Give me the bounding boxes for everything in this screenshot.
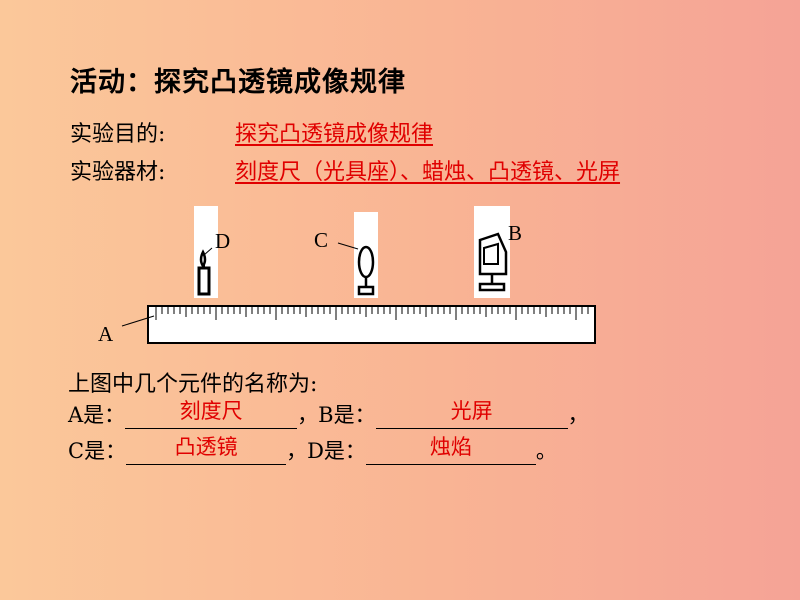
b-label: ，B是： bbox=[297, 403, 376, 427]
question-prompt: 上图中几个元件的名称为: bbox=[68, 372, 318, 397]
c-label: C是： bbox=[68, 439, 127, 463]
a-blank: 刻度尺 bbox=[125, 399, 298, 429]
screen-b bbox=[474, 206, 510, 298]
pointer-c bbox=[337, 242, 359, 250]
ruler-a bbox=[147, 305, 596, 344]
pointer-d bbox=[203, 247, 213, 256]
d-end: 。 bbox=[535, 439, 557, 463]
d-answer: 烛焰 bbox=[429, 435, 472, 459]
lens-base bbox=[357, 285, 375, 296]
equipment-label: 实验器材: bbox=[70, 160, 166, 185]
d-blank: 烛焰 bbox=[365, 435, 536, 465]
label-c: C bbox=[314, 228, 328, 252]
purpose-label: 实验目的: bbox=[70, 122, 166, 147]
c-blank: 凸透镜 bbox=[126, 435, 287, 465]
label-b: B bbox=[508, 221, 522, 245]
a-answer: 刻度尺 bbox=[179, 399, 243, 423]
label-a: A bbox=[98, 322, 114, 346]
d-label: ，D是： bbox=[286, 439, 366, 463]
lens-c bbox=[354, 212, 378, 298]
answer-line-1: A是： 刻度尺 ，B是： 光屏 ， bbox=[68, 399, 589, 429]
purpose-row: 实验目的: 探究凸透镜成像规律 bbox=[70, 116, 433, 148]
optical-bench-diagram: D C B A bbox=[98, 206, 596, 346]
label-d: D bbox=[215, 229, 230, 253]
equipment-answer: 刻度尺（光具座）、蜡烛、凸透镜、光屏 bbox=[235, 160, 621, 185]
answer-line-2: C是： 凸透镜 ，D是： 烛焰 。 bbox=[68, 435, 557, 465]
b-end: ， bbox=[567, 403, 589, 427]
screen-panel bbox=[483, 242, 499, 265]
screen-base bbox=[478, 282, 506, 292]
b-answer: 光屏 bbox=[450, 399, 493, 423]
a-label: A是： bbox=[68, 403, 126, 427]
b-blank: 光屏 bbox=[375, 399, 568, 429]
purpose-answer: 探究凸透镜成像规律 bbox=[235, 122, 434, 147]
c-answer: 凸透镜 bbox=[174, 435, 238, 459]
slide-title: 活动：探究凸透镜成像规律 bbox=[70, 67, 406, 98]
equipment-row: 实验器材: 刻度尺（光具座）、蜡烛、凸透镜、光屏 bbox=[70, 154, 620, 186]
pointer-a bbox=[121, 315, 155, 327]
ruler-ticks bbox=[155, 307, 589, 320]
screen-frame-icon bbox=[478, 232, 508, 276]
candle-d bbox=[194, 206, 218, 298]
